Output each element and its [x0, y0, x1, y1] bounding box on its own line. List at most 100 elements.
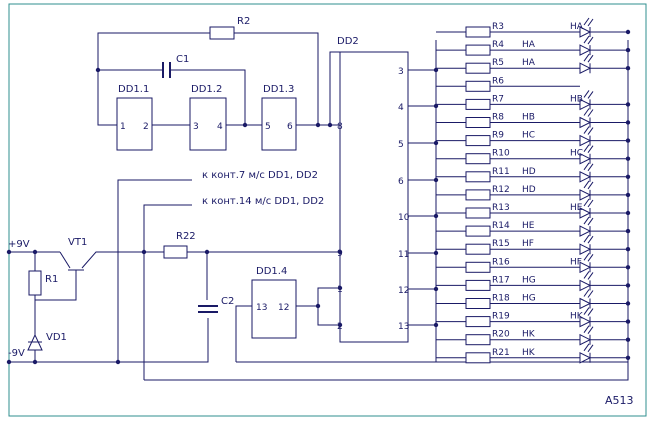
- led-label: HE: [570, 203, 583, 213]
- dd1-pin-number: 1: [120, 122, 126, 132]
- dd2-out-pin-number: 13: [398, 322, 409, 332]
- resistor-label: R21: [492, 348, 510, 358]
- label-c1: C1: [176, 54, 189, 65]
- junction-dot: [32, 359, 38, 365]
- dd2-out-pin-number: 10: [398, 213, 410, 223]
- resistor-body: [465, 135, 491, 147]
- dd1-1-body: [116, 97, 153, 151]
- led-emission-arrows: [583, 216, 594, 226]
- junction-dot: [625, 283, 631, 288]
- junction-dot: [315, 122, 321, 128]
- resistor-body: [465, 261, 491, 273]
- r22-wire: [150, 251, 208, 300]
- resistor-label: R13: [492, 203, 510, 213]
- junction-dot: [625, 29, 631, 35]
- junction-dot: [625, 247, 631, 252]
- dd1-3-body: [261, 97, 297, 151]
- led-emission-arrows: [583, 180, 594, 190]
- junction-dot: [625, 355, 631, 360]
- junction-dot: [625, 120, 631, 125]
- led-emission-arrows: [583, 271, 594, 280]
- junction-dot: [625, 337, 631, 342]
- label-code: A513: [605, 394, 634, 407]
- led-label: HF: [522, 239, 534, 249]
- led-symbol: [579, 170, 592, 183]
- junction-dot: [433, 250, 439, 256]
- junction-dot: [625, 301, 631, 306]
- label-r22: R22: [176, 231, 196, 242]
- resistor-label: R10: [492, 149, 510, 159]
- junction-dot: [625, 47, 631, 53]
- label-dd1-2: DD1.2: [191, 84, 222, 95]
- resistor-body: [465, 352, 491, 364]
- junction-dot: [433, 213, 439, 219]
- resistor-body: [465, 243, 491, 255]
- bottom-return-wire: [144, 40, 629, 381]
- led-label: HC: [522, 131, 535, 141]
- junction-dot: [337, 322, 343, 328]
- label-dd1-3: DD1.3: [263, 84, 294, 95]
- static-wiring: [8, 3, 647, 417]
- led-label: HB: [570, 94, 583, 104]
- dd14-out-wire: [296, 287, 340, 326]
- dd2-pin-number: 1: [337, 285, 343, 295]
- led-label: HK: [522, 348, 536, 358]
- resistor-body: [465, 26, 491, 38]
- resistor-body: [465, 117, 491, 128]
- junction-dot: [433, 67, 439, 73]
- resistor-body: [465, 44, 491, 56]
- junction-dot: [433, 322, 439, 328]
- led-label: HA: [522, 40, 536, 50]
- resistor-body: [465, 80, 491, 92]
- junction-dot: [327, 122, 333, 128]
- c2-body: [198, 305, 218, 313]
- label-dd1-4: DD1.4: [256, 266, 287, 277]
- vt1-body: [35, 269, 84, 301]
- r2-wire: [97, 32, 319, 125]
- led-emission-arrows: [583, 126, 594, 135]
- ic-bodies: [116, 51, 409, 343]
- dd2-out-pin-number: 12: [398, 286, 409, 296]
- resistor-label: R11: [492, 167, 510, 177]
- dd2-pin-number: 9: [337, 249, 343, 259]
- junction-dots: [6, 67, 343, 365]
- junction-dot: [315, 303, 321, 309]
- r22-body: [163, 245, 188, 259]
- dd1-pin-number: 2: [143, 122, 149, 132]
- junction-dot: [141, 249, 147, 255]
- junction-dot: [433, 177, 439, 183]
- led-symbol: [579, 243, 592, 256]
- led-emission-arrows: [583, 53, 594, 63]
- led-label: HK: [522, 330, 536, 340]
- dd1-1-input-wire: [97, 70, 117, 126]
- note2-lead: [143, 204, 192, 380]
- led-emission-arrows: [583, 198, 594, 208]
- resistor-body: [465, 316, 491, 328]
- resistor-label: R6: [492, 76, 504, 86]
- resistor-body: [465, 225, 491, 237]
- r1-body: [28, 270, 42, 296]
- resistor-label: R17: [492, 275, 510, 285]
- label-dd2: DD2: [337, 36, 359, 47]
- dd2-out-pin-number: 11: [398, 250, 409, 260]
- resistor-label: R7: [492, 94, 504, 104]
- led-label: HK: [570, 312, 584, 322]
- junction-dot: [115, 359, 121, 365]
- dd2-out-pin-number: 5: [398, 140, 404, 150]
- label-r1: R1: [45, 274, 58, 285]
- junction-dot: [32, 249, 38, 255]
- dd2-out-pin-number: 6: [398, 177, 404, 187]
- resistor-label: R4: [492, 40, 504, 50]
- r2-body: [209, 26, 235, 40]
- led-symbol: [579, 189, 592, 201]
- label-vd1: VD1: [46, 332, 67, 343]
- c1-wire: [98, 69, 246, 125]
- resistor-label: R9: [492, 131, 504, 141]
- led-label: HD: [522, 167, 536, 177]
- led-label: HB: [522, 113, 535, 123]
- dd2-body: [339, 51, 409, 343]
- label-vt1: VT1: [68, 237, 87, 248]
- resistor-body: [465, 171, 491, 183]
- led-symbol: [579, 44, 592, 56]
